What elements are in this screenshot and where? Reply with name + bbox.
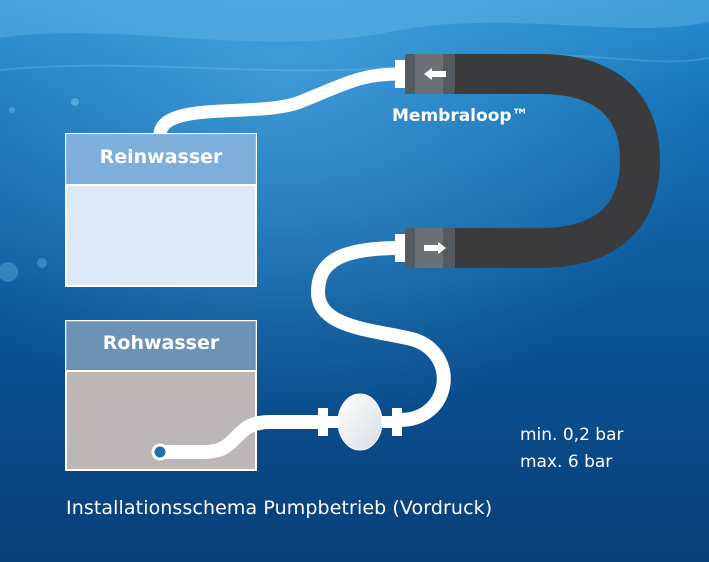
hose-clean-water — [153, 67, 407, 142]
membraloop-tube — [452, 54, 661, 268]
pressure-min: min. 0,2 bar — [520, 425, 624, 445]
flow-arrow-left-icon — [424, 68, 446, 80]
bubble — [0, 262, 18, 282]
pump-icon — [318, 393, 402, 451]
pressure-max: max. 6 bar — [520, 452, 613, 472]
flow-arrow-right-icon — [424, 242, 446, 254]
bubble — [9, 107, 15, 113]
intake-end — [151, 443, 169, 461]
clean-water-tank-label: Reinwasser — [99, 146, 223, 168]
surface-ripple — [0, 0, 709, 42]
raw-water-tank-label: Rohwasser — [102, 332, 220, 354]
membraloop-label: Membraloop™ — [392, 106, 529, 126]
bubble — [71, 98, 79, 106]
clean-water-tank — [65, 133, 257, 287]
hose-intake — [153, 415, 329, 459]
diagram-caption: Installationsschema Pumpbetrieb (Vordruc… — [66, 497, 493, 519]
bubble — [37, 258, 47, 268]
hose-pump-to-membrane — [310, 241, 451, 427]
